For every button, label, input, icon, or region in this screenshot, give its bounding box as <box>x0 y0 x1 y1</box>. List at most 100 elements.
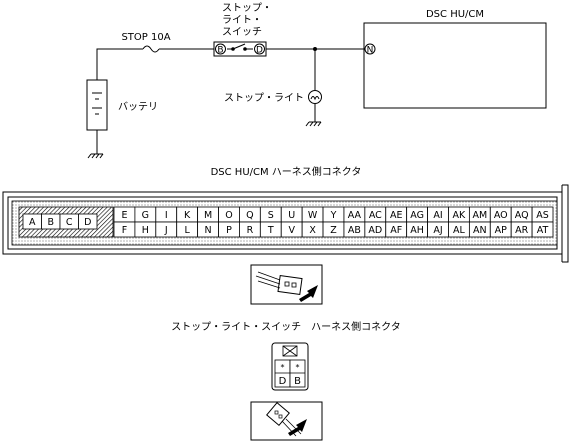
switch-label-line3: スイッチ <box>222 26 262 38</box>
pin-label: AK <box>453 210 466 221</box>
pin-label: M <box>204 210 212 221</box>
pin-label: L <box>185 225 191 236</box>
connector1-pin-AG: AG <box>406 206 428 223</box>
pin-label: N <box>205 225 212 236</box>
connector1-pin-Z: Z <box>322 221 345 238</box>
connector1-pin-M: M <box>197 206 219 223</box>
pin-label: AF <box>390 225 402 236</box>
pin-label: AQ <box>515 210 529 221</box>
connector1-pin-S: S <box>259 206 282 223</box>
connector1-pin-AJ: AJ <box>427 221 449 238</box>
battery-label: バッテリ <box>118 101 158 113</box>
connector1-pin-AP: AP <box>489 221 512 238</box>
connector1-pin-AO: AO <box>489 206 512 223</box>
pin-label: Z <box>330 225 337 236</box>
stop-light-label: ストップ・ライト <box>224 92 304 104</box>
pin-n-label: N <box>367 46 374 56</box>
connector1-pin-AH: AH <box>406 221 428 238</box>
connector1-pin-AS: AS <box>531 206 554 223</box>
pin-label: AD <box>368 225 382 236</box>
pin-label: V <box>288 225 295 236</box>
pin-label: AC <box>369 210 382 221</box>
arrow-icon <box>288 419 307 436</box>
pin-label: A <box>29 217 36 228</box>
connector1-pin-N: N <box>197 221 219 238</box>
connector2-pin-b: B <box>294 376 301 387</box>
pin-label: AB <box>348 225 361 236</box>
connector1-pin-J: J <box>155 221 178 238</box>
fuse-label: STOP 10A <box>121 32 170 43</box>
connector1-pin-AK: AK <box>448 206 470 223</box>
connector1-pin-G: G <box>134 206 157 223</box>
connector1-pin-AF: AF <box>385 221 408 238</box>
pin-d-label: D <box>256 46 263 56</box>
connector1-pin-W: W <box>301 206 324 223</box>
pin-label: AE <box>390 210 403 221</box>
connector1-pin-E: E <box>113 206 136 223</box>
connector1-pin-F: F <box>113 221 136 238</box>
pin-label: W <box>308 210 318 221</box>
connector1-pin-Y: Y <box>322 206 345 223</box>
ground-icon <box>87 153 104 159</box>
connector1-pin-O: O <box>218 206 240 223</box>
pin-label: AM <box>472 210 487 221</box>
pin-label: T <box>267 225 274 236</box>
pin-label: AS <box>536 210 549 221</box>
pin-label: E <box>121 210 127 221</box>
connector1-pin-U: U <box>280 206 303 223</box>
pin-b-marker <box>215 43 226 55</box>
connector1-pin-Q: Q <box>239 206 261 223</box>
connector1-pin-AA: AA <box>343 206 366 223</box>
connector1-pin-AR: AR <box>510 221 533 238</box>
connector1-pin-P: P <box>218 221 240 238</box>
circuit-schematic <box>86 22 547 159</box>
wire-battery-fuse <box>96 48 143 80</box>
pin-label: H <box>142 225 149 236</box>
connector2-star-left: * <box>281 363 285 372</box>
stop-light-switch-connector: * * D B <box>271 342 309 391</box>
pin-label: U <box>288 210 295 221</box>
pin-label: G <box>142 210 149 221</box>
pin-label: P <box>226 225 232 236</box>
fuse-icon <box>142 45 160 53</box>
pin-label: K <box>184 210 191 221</box>
connector1-pin-A: A <box>22 213 42 230</box>
battery-icon <box>86 79 108 131</box>
connector1-pin-H: H <box>134 221 157 238</box>
connector1-pin-AI: AI <box>427 206 449 223</box>
connector2-pin-d: D <box>279 376 287 387</box>
stop-light-icon <box>308 90 322 104</box>
pin-label: X <box>309 225 316 236</box>
connector1-pin-X: X <box>301 221 324 238</box>
connector1-pin-D: D <box>78 213 98 230</box>
pin-label: AG <box>410 210 424 221</box>
pin-label: J <box>164 225 168 236</box>
connector1-pin-AM: AM <box>468 206 491 223</box>
stop-light-switch-icon <box>213 41 267 57</box>
pin-label: S <box>268 210 274 221</box>
ground-icon <box>305 121 322 127</box>
pin-label: AJ <box>433 225 442 236</box>
pin-label: I <box>165 210 168 221</box>
connector1-pin-R: R <box>239 221 261 238</box>
pin-label: AP <box>495 225 507 236</box>
pin-label: Q <box>246 210 253 221</box>
pin-d-marker <box>254 43 265 55</box>
connector1-pin-L: L <box>176 221 199 238</box>
connector1-pin-AD: AD <box>364 221 387 238</box>
pin-label: Y <box>330 210 337 221</box>
pin-label: AL <box>453 225 465 236</box>
connector1-pin-C: C <box>59 213 79 230</box>
module-label: DSC HU/CM <box>426 9 484 20</box>
pin-n-marker <box>364 43 376 55</box>
pin-b-label: B <box>217 46 223 56</box>
pin-label: AI <box>433 210 442 221</box>
connector1-pin-AT: AT <box>531 221 554 238</box>
pin-label: AO <box>494 210 508 221</box>
pin-label: AR <box>515 225 528 236</box>
connector1-pin-V: V <box>280 221 303 238</box>
arrow-icon <box>299 285 318 302</box>
